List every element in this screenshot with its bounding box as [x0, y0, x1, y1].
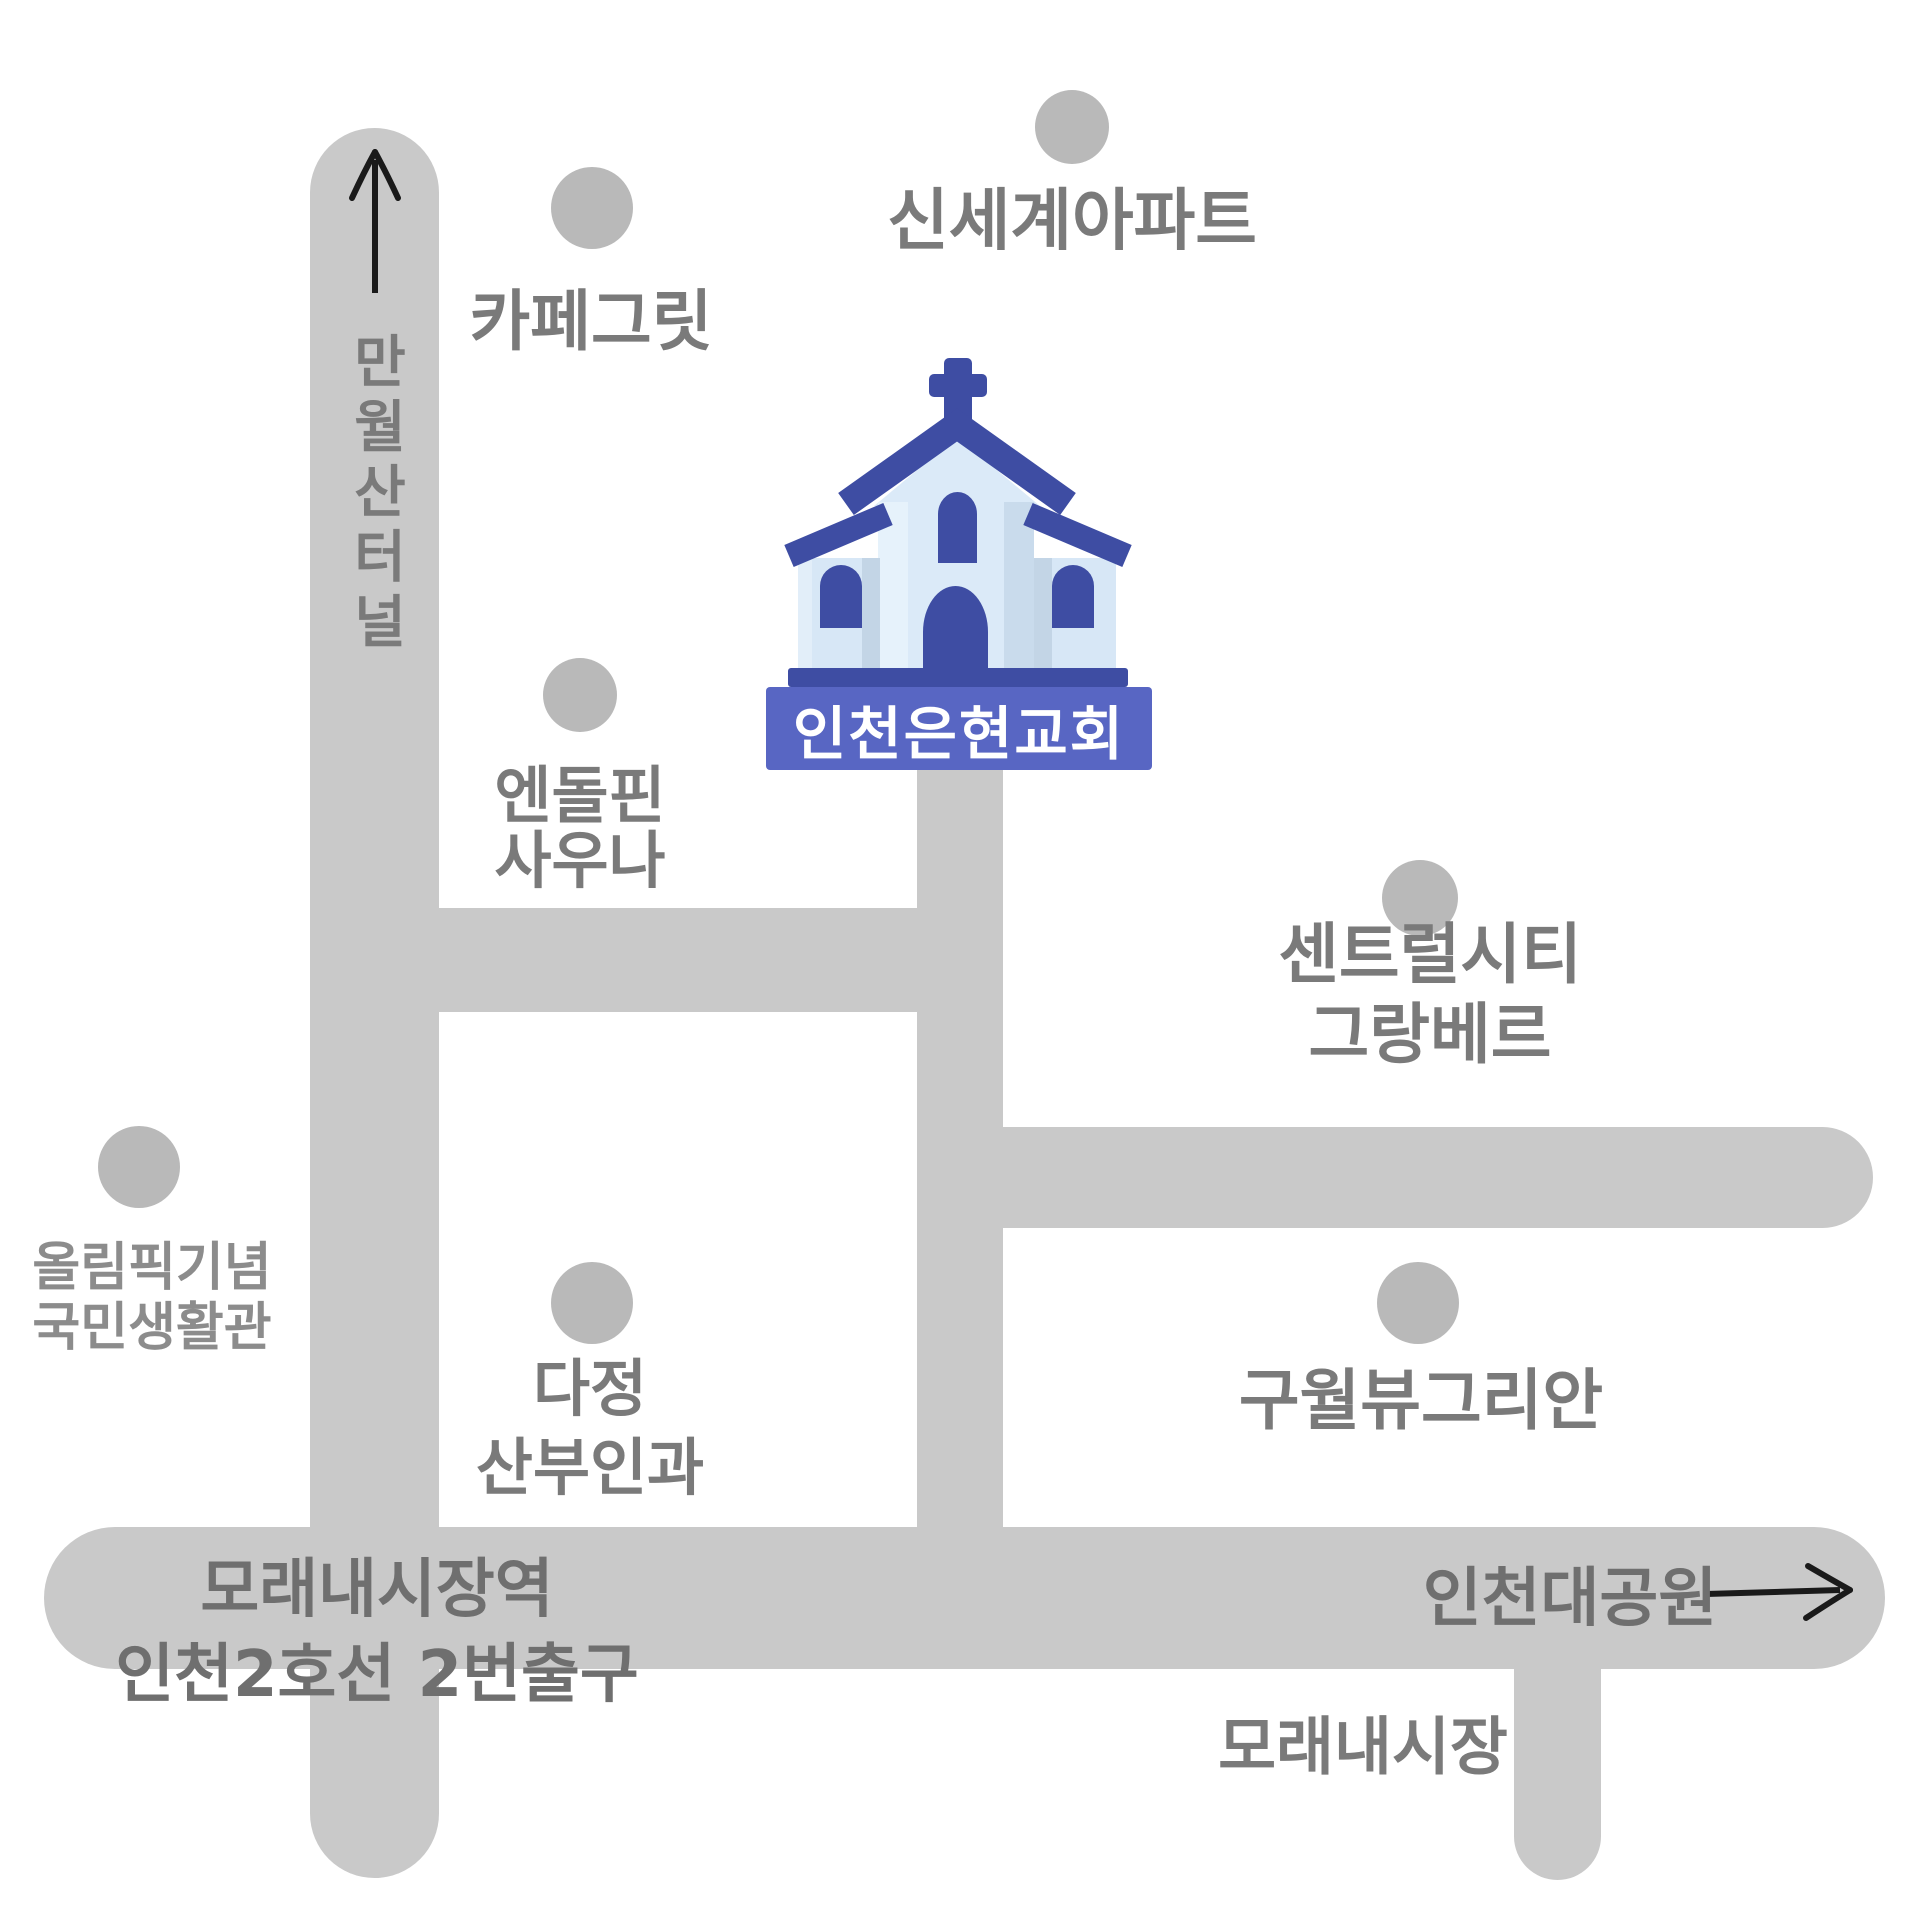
- olympic-label-line1: 올림픽기념: [32, 1238, 272, 1298]
- olympic-dot: [98, 1126, 180, 1208]
- road-market-vertical: [1514, 1600, 1601, 1880]
- up-arrow-icon: [349, 149, 401, 293]
- central-city-dot: [1382, 860, 1458, 936]
- central-city-label-line2: 그랑베르: [1308, 996, 1552, 1073]
- shinsegae-label: 신세계아파트: [887, 181, 1257, 260]
- central-city-label: 센트럴시티 그랑베르: [1278, 915, 1582, 1075]
- road-endorphin-horizontal: [370, 908, 1003, 1012]
- dajeong-label-line2: 산부인과: [475, 1431, 705, 1504]
- dajeong-label: 다정 산부인과: [476, 1349, 704, 1507]
- dajeong-dot: [551, 1262, 633, 1344]
- station-label-line2: 인천2호선 2번출구: [115, 1638, 639, 1712]
- endorphin-dot: [543, 658, 617, 732]
- endorphin-label-line1: 엔돌핀: [494, 759, 666, 832]
- right-arrow-icon: [1705, 1563, 1853, 1621]
- station-label-line1: 모래내시장역: [200, 1553, 554, 1627]
- olympic-label-line2: 국민생활관: [32, 1298, 272, 1358]
- road-central-horizontal: [960, 1127, 1873, 1228]
- endorphin-label-line2: 사우나: [494, 824, 666, 897]
- church-banner: 인천은현교회: [766, 687, 1152, 770]
- church-icon: [784, 358, 1132, 687]
- guwol-dot: [1377, 1262, 1459, 1344]
- central-city-label-line1: 센트럴시티: [1278, 916, 1582, 993]
- park-label: 인천대공원: [1422, 1562, 1718, 1636]
- cafe-dot: [551, 167, 633, 249]
- church-banner-label: 인천은현교회: [792, 699, 1126, 768]
- guwol-label: 구월뷰그리안: [1238, 1362, 1604, 1439]
- shinsegae-dot: [1035, 90, 1109, 164]
- tunnel-road-label: 만월산터널: [342, 332, 408, 657]
- market-label: 모래내시장: [1218, 1710, 1508, 1784]
- station-label: 모래내시장역 인천2호선 2번출구: [115, 1548, 639, 1718]
- endorphin-label: 엔돌핀 사우나: [494, 763, 665, 893]
- cafe-label: 카페그릿: [469, 283, 713, 360]
- dajeong-label-line1: 다정: [532, 1352, 648, 1425]
- olympic-label: 올림픽기념 국민생활관: [32, 1238, 271, 1358]
